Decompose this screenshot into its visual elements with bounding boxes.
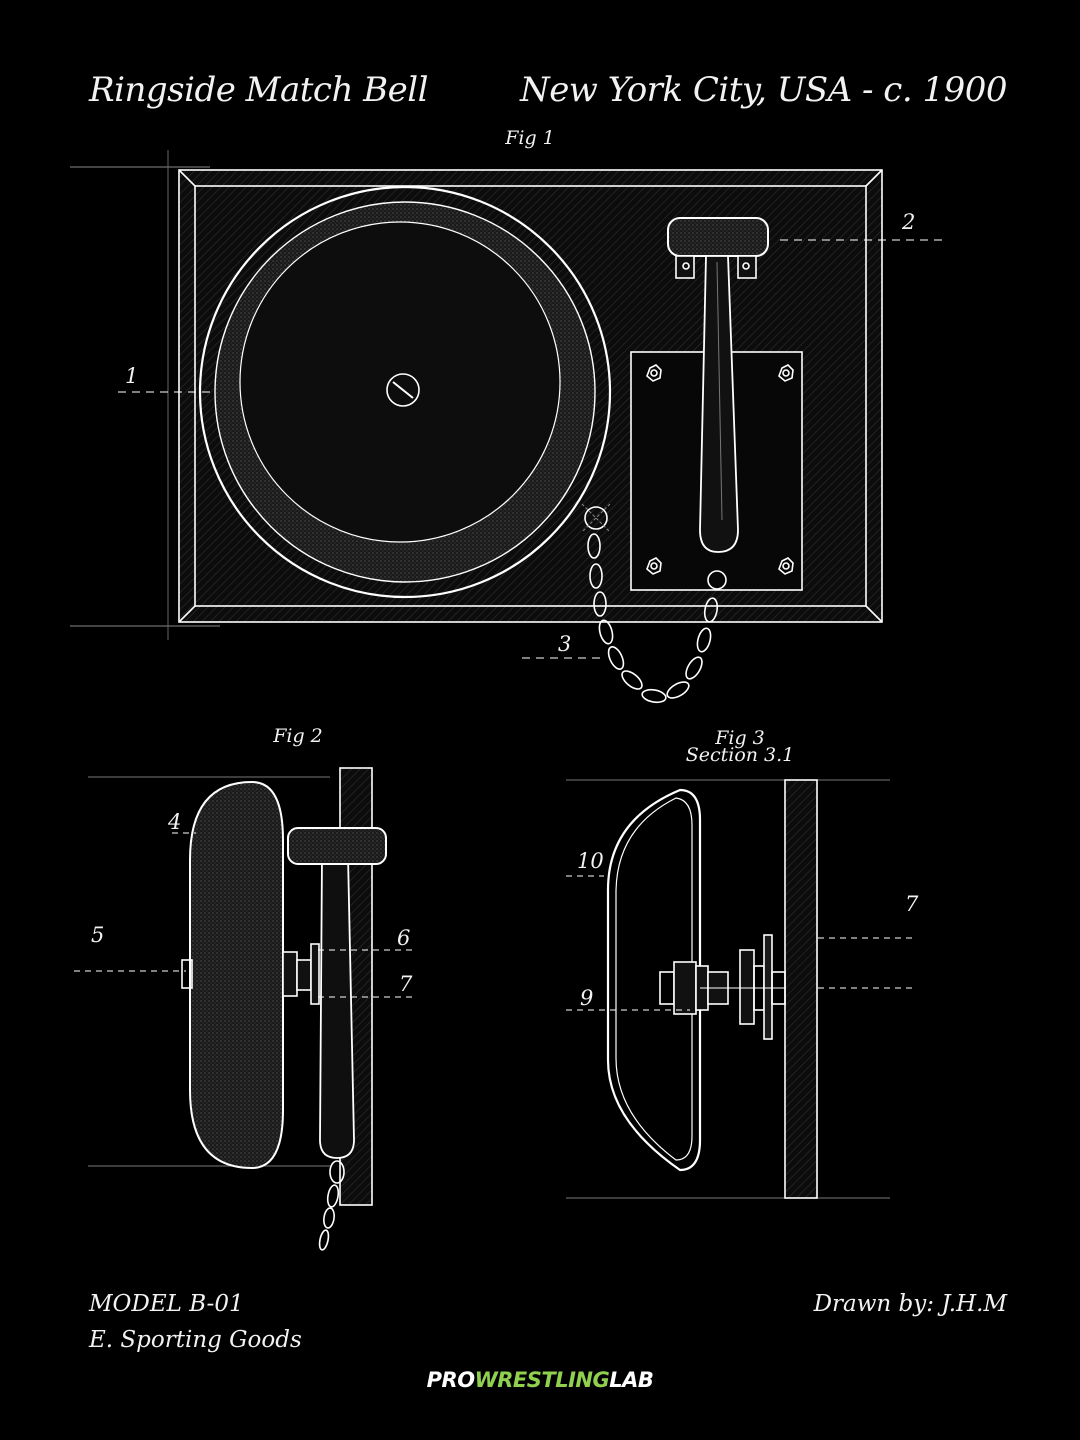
- fig1-drawing: [70, 150, 945, 704]
- fig3-bell-section: [606, 788, 702, 1172]
- callout-6: 6: [397, 926, 411, 950]
- callout-5: 5: [91, 923, 105, 947]
- fig2-label: Fig 2: [273, 725, 323, 747]
- fig1-chain: [581, 503, 727, 704]
- fig2-bolt: [181, 943, 320, 1005]
- callout-10: 10: [577, 849, 604, 873]
- logo-pro: PRO: [426, 1368, 475, 1392]
- fig3-bolt: [659, 934, 786, 1040]
- callout-3: 3: [558, 632, 572, 656]
- callout-1: 1: [125, 364, 139, 388]
- fig2-drawing: [74, 767, 414, 1251]
- fig3-drawing: [566, 779, 912, 1199]
- callout-9: 9: [580, 986, 594, 1010]
- logo-wrestling: WRESTLING: [474, 1368, 610, 1392]
- callout-2: 2: [902, 210, 916, 234]
- fig3-mount-board: [784, 779, 818, 1199]
- manufacturer: E. Sporting Goods: [89, 1327, 302, 1353]
- fig2-hammer: [287, 827, 387, 1251]
- prowrestlinglab-logo: PROWRESTLINGLAB: [420, 1368, 660, 1392]
- location-date: New York City, USA - c. 1900: [519, 70, 1008, 110]
- fig3-label: Fig 3: [715, 727, 765, 749]
- fig3-section-label: Section 3.1: [685, 744, 795, 766]
- callout-4: 4: [168, 810, 182, 834]
- drawn-by: Drawn by: J.H.M: [813, 1291, 1007, 1317]
- logo-lab: LAB: [609, 1368, 654, 1392]
- fig1-label: Fig 1: [505, 127, 555, 149]
- fig2-bell-profile: [189, 780, 284, 1170]
- fig1-bell-gong: [198, 185, 612, 599]
- fig1-hammer: [667, 217, 769, 553]
- drawing-title: Ringside Match Bell: [89, 70, 429, 110]
- callout-7-fig3: 7: [905, 892, 919, 916]
- model-number: MODEL B-01: [89, 1291, 244, 1317]
- callout-7-fig2: 7: [399, 972, 413, 996]
